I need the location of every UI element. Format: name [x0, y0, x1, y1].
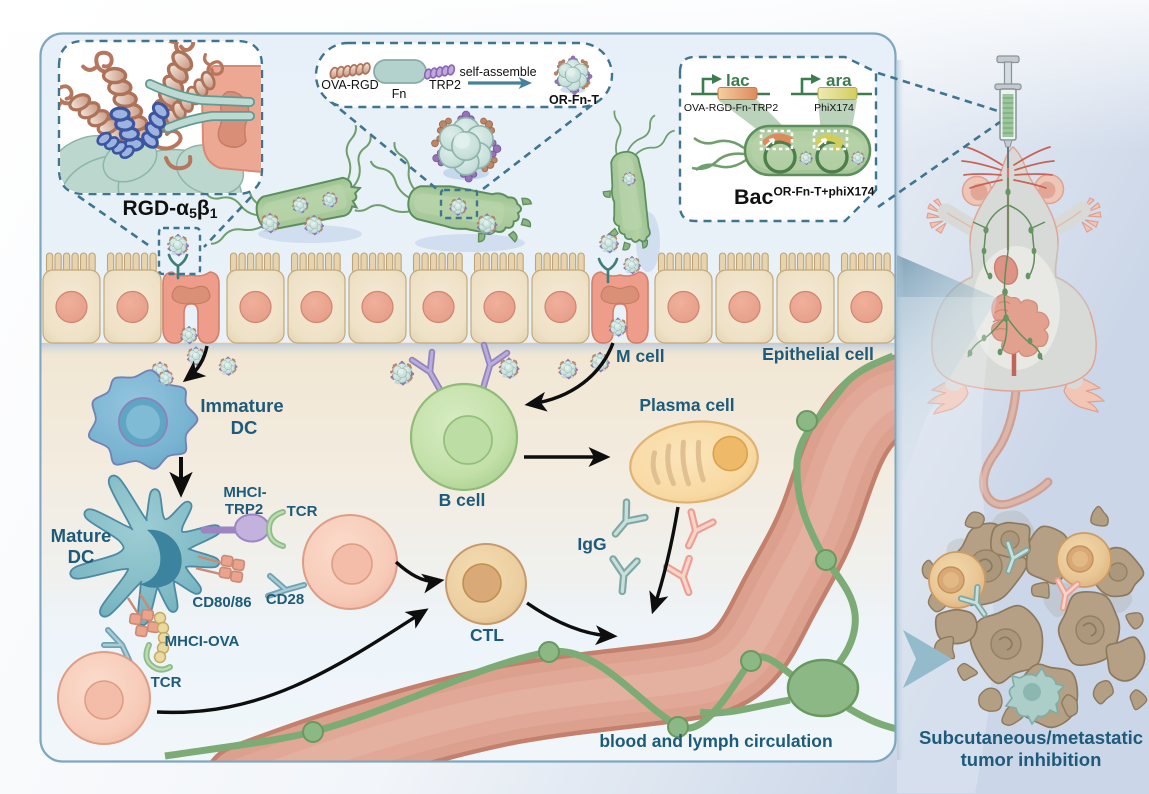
svg-text:RGD-α5β1: RGD-α5β1 — [123, 197, 218, 221]
svg-text:Immature: Immature — [200, 395, 283, 416]
svg-text:MHCI-: MHCI- — [223, 484, 266, 501]
svg-text:Fn: Fn — [392, 87, 407, 101]
svg-text:tumor inhibition: tumor inhibition — [961, 749, 1102, 770]
svg-text:TCR: TCR — [151, 674, 182, 691]
svg-text:TRP2: TRP2 — [225, 501, 263, 518]
svg-text:PhiX174: PhiX174 — [814, 102, 854, 114]
svg-text:TRP2: TRP2 — [429, 78, 461, 92]
svg-text:lac: lac — [726, 71, 750, 90]
svg-text:CTL: CTL — [470, 625, 504, 645]
svg-text:CD80/86: CD80/86 — [192, 594, 251, 611]
svg-text:self-assemble: self-assemble — [459, 65, 536, 79]
svg-text:DC: DC — [68, 546, 95, 567]
svg-text:OVA-RGD: OVA-RGD — [321, 78, 378, 92]
svg-text:M cell: M cell — [616, 346, 665, 366]
svg-text:blood and lymph circulation: blood and lymph circulation — [599, 731, 832, 751]
svg-text:Mature: Mature — [51, 525, 112, 546]
svg-text:ara: ara — [826, 71, 852, 90]
svg-text:OR-Fn-T: OR-Fn-T — [549, 93, 599, 107]
svg-text:DC: DC — [231, 417, 258, 438]
svg-text:Subcutaneous/metastatic: Subcutaneous/metastatic — [919, 727, 1143, 748]
svg-text:IgG: IgG — [577, 534, 606, 554]
svg-text:TCR: TCR — [287, 503, 318, 520]
svg-text:B cell: B cell — [439, 490, 486, 510]
svg-text:Plasma cell: Plasma cell — [639, 395, 734, 415]
svg-text:CD28: CD28 — [266, 591, 304, 608]
svg-text:OVA-RGD-Fn-TRP2: OVA-RGD-Fn-TRP2 — [684, 102, 778, 114]
svg-text:MHCI-OVA: MHCI-OVA — [165, 633, 240, 650]
svg-text:Epithelial cell: Epithelial cell — [762, 344, 874, 364]
